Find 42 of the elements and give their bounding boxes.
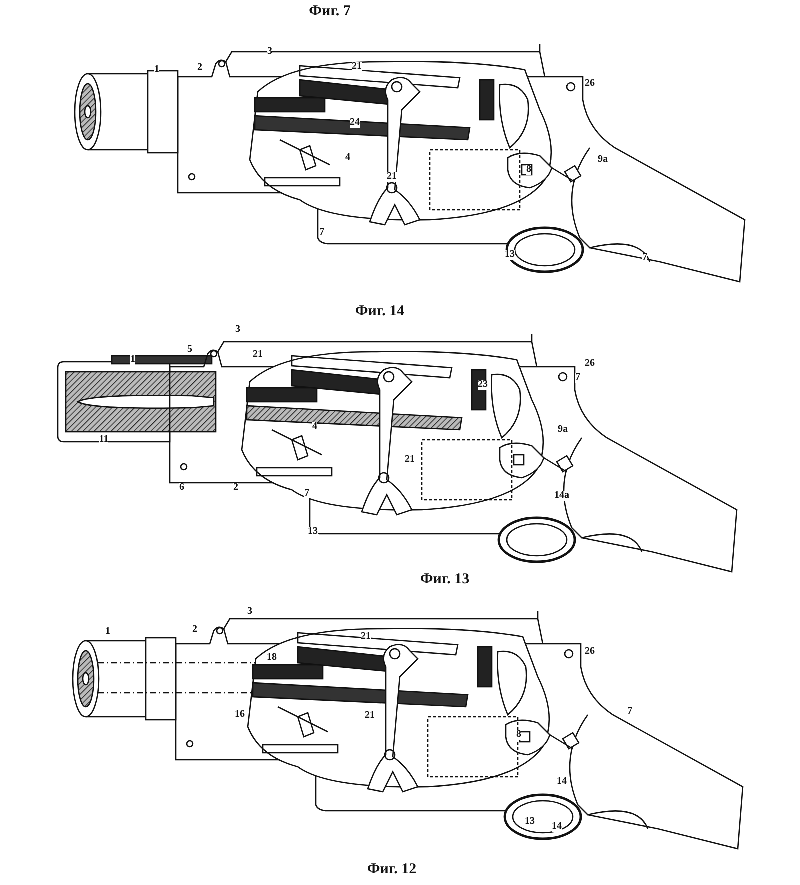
callout-number: 2: [198, 63, 202, 73]
callout-number: 1: [154, 65, 160, 75]
callout-number: 14: [552, 822, 562, 832]
callout-number: 4: [346, 153, 350, 163]
callout-number: 14a: [554, 491, 570, 501]
callout-number: 5: [188, 345, 192, 355]
callout-number: 21: [387, 172, 397, 182]
callout-number: 13: [525, 817, 535, 827]
callout-number: 14: [557, 777, 567, 787]
callout-number: 3: [236, 325, 240, 335]
callout-number: 26: [585, 79, 595, 89]
callout-number: 9a: [598, 155, 608, 165]
callout-number: 7: [576, 373, 580, 383]
callout-number: 21: [361, 632, 371, 642]
callout-number: 4: [312, 422, 318, 432]
callout-number: 21: [365, 711, 375, 721]
callout-number: 1: [130, 355, 136, 365]
callout-number: 26: [585, 359, 595, 369]
callout-number: 7: [304, 489, 310, 499]
callout-number: 3: [248, 607, 252, 617]
callout-number: 21: [405, 455, 415, 465]
callout-number: 9a: [558, 425, 568, 435]
callout-number: 7: [642, 253, 648, 263]
callout-number: 8: [526, 165, 532, 175]
callout-number: 2: [192, 625, 198, 635]
callout-number: 7: [320, 228, 324, 238]
callout-number: 26: [585, 647, 595, 657]
callout-number: 2: [234, 483, 238, 493]
callout-number: 11: [99, 435, 109, 445]
callout-number: 21: [253, 350, 263, 360]
callout-number: 23: [478, 380, 488, 390]
callout-number: 7: [628, 707, 632, 717]
callout-number: 3: [268, 47, 272, 57]
callout-number: 24: [350, 118, 360, 128]
callout-number: 8: [516, 730, 522, 740]
callout-number: 13: [505, 250, 515, 260]
callout-number: 1: [106, 627, 110, 637]
callout-number: 16: [235, 710, 245, 720]
callout-number: 13: [308, 527, 318, 537]
callout-number: 21: [352, 62, 362, 72]
callout-number: 6: [180, 483, 184, 493]
callout-number: 18: [267, 653, 277, 663]
